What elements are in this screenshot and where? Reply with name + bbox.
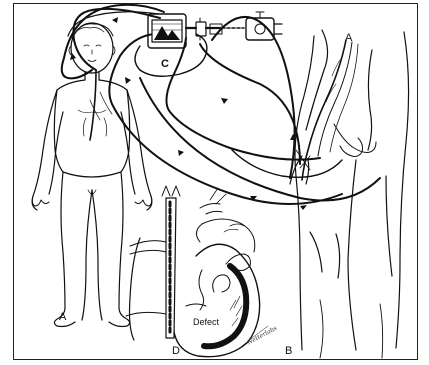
- leg-view: [290, 30, 409, 358]
- label-d-heart: D: [172, 346, 180, 357]
- label-defect: Defect: [193, 318, 219, 327]
- label-b-leg: B: [285, 346, 292, 357]
- heart-detail: [126, 186, 260, 357]
- flow-arrows: [70, 17, 307, 210]
- label-a-groin: A: [345, 33, 352, 44]
- label-c-device: C: [161, 59, 169, 70]
- label-a-child: A: [59, 312, 66, 323]
